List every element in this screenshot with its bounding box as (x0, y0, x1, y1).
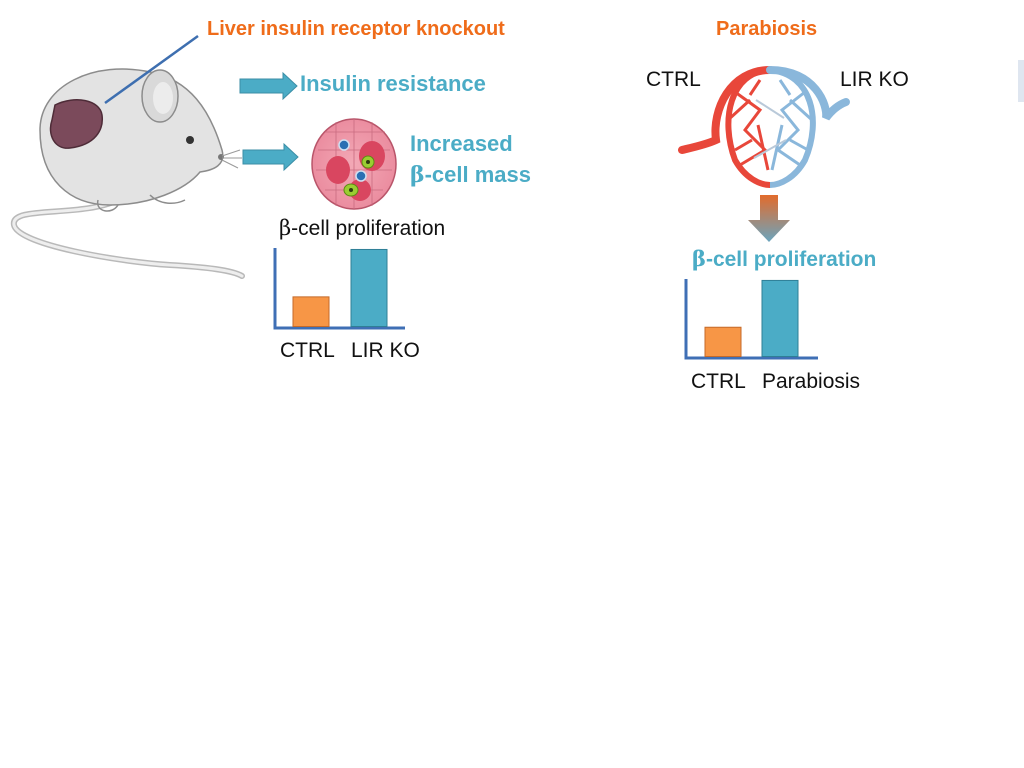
parabiosis-vessels-illustration (678, 66, 850, 188)
x-tick-label: LIR KO (351, 339, 420, 362)
x-tick-label: Parabiosis (762, 370, 861, 393)
right-arrow-icon (242, 142, 299, 172)
increased-label: Increased (410, 131, 513, 156)
chart-title-left: β-cell proliferation (279, 216, 445, 241)
mouse-illustration (11, 34, 245, 279)
chart-title-left-text: -cell proliferation (291, 217, 446, 240)
title-liver-insulin-receptor-knockout: Liver insulin receptor knockout (207, 18, 505, 40)
insulin-resistance-label: Insulin resistance (300, 71, 486, 96)
bar-lir-ko (350, 248, 388, 328)
bar-ctrl (292, 296, 330, 327)
chart-axis (684, 279, 818, 360)
title-parabiosis: Parabiosis (716, 18, 818, 40)
beta-cell-mass-label: β-cell mass (410, 162, 531, 188)
pancreatic-islet-illustration (311, 118, 397, 210)
chart-axis (273, 248, 405, 330)
beta-symbol: β (279, 216, 292, 240)
right-arrow-icon (239, 71, 298, 101)
beta-symbol: β (692, 246, 706, 271)
parabiosis-lir-ko-label: LIR KO (840, 68, 909, 91)
chart-title-right: β-cell proliferation (692, 246, 876, 272)
x-tick-label: CTRL (691, 370, 746, 393)
parabiosis-ctrl-label: CTRL (646, 68, 701, 91)
bar-parabiosis (761, 279, 799, 358)
bar-ctrl (704, 326, 742, 358)
bar-chart-left (273, 248, 405, 330)
beta-cell-mass-text: -cell mass (424, 162, 532, 187)
slide-edge-marker (1018, 60, 1024, 102)
down-arrow-icon (748, 195, 790, 242)
beta-symbol: β (410, 162, 425, 188)
x-tick-label: CTRL (280, 339, 335, 362)
bar-chart-right (684, 279, 818, 360)
chart-title-right-text: -cell proliferation (705, 248, 877, 271)
